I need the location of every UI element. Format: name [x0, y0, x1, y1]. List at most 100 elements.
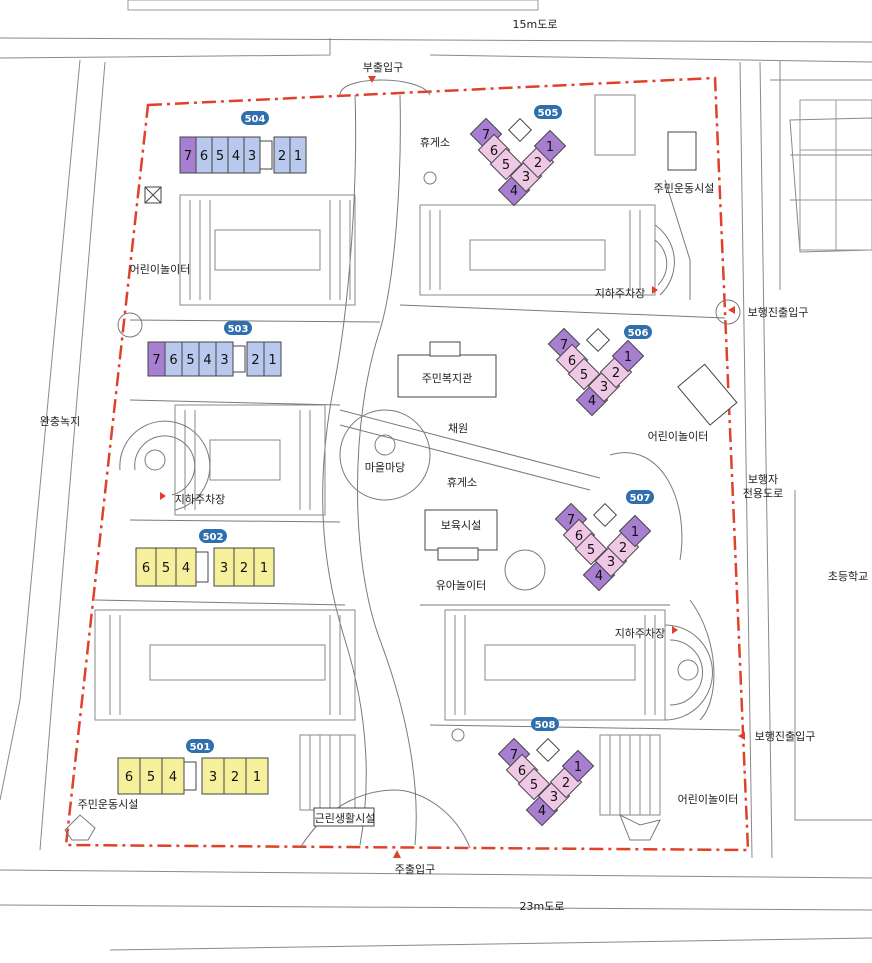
playground-e-shape — [677, 363, 738, 426]
label-east-pedestrian-2: 전용도로 — [743, 487, 783, 500]
label-playground-e: 어린이놀이터 — [648, 430, 709, 443]
building-501-tag: 501 — [186, 739, 214, 753]
building-504-unit-label: 4 — [232, 149, 240, 164]
label-south-road: 23m도로 — [520, 900, 565, 913]
building-502-tag: 502 — [199, 529, 227, 543]
label-parking-w: 지하주차장 — [175, 492, 226, 506]
building-502-unit-label: 4 — [182, 561, 190, 576]
building-501-unit-label: 2 — [231, 770, 239, 785]
building-504-unit-label: 6 — [200, 149, 208, 164]
building-505-unit-label: 4 — [510, 184, 518, 199]
building-506-unit-label: 1 — [624, 350, 632, 365]
label-sub-entrance: 부출입구 — [363, 61, 403, 74]
building-507-unit-label: 7 — [567, 513, 575, 528]
label-ped-entrance-2: 보행진출입구 — [755, 730, 816, 743]
label-main-entrance: 주출입구 — [395, 863, 435, 876]
neighborhood-facility-shape — [313, 807, 375, 827]
building-504-tag: 504 — [241, 111, 269, 125]
building-506-unit-label: 2 — [612, 366, 620, 381]
site-boundary — [64, 76, 750, 852]
building-501-core — [183, 761, 197, 791]
building-508-tag: 508 — [531, 717, 559, 731]
building-508-unit-label: 6 — [518, 764, 526, 779]
label-community-center: 주민복지관 — [422, 372, 473, 385]
building-505-tag-label: 505 — [538, 108, 559, 119]
building-502-core — [195, 551, 209, 583]
building-503-unit-label: 5 — [186, 353, 194, 368]
building-507-core — [592, 502, 618, 528]
building-506-unit-label: 3 — [600, 380, 608, 395]
building-501-unit-label: 4 — [169, 770, 177, 785]
building-506-unit — [611, 339, 645, 373]
building-506-unit-label: 5 — [580, 368, 588, 383]
building-502-unit — [253, 547, 275, 587]
label-village-yard: 마을마당 — [365, 461, 405, 474]
building-502-unit-label: 2 — [240, 561, 248, 576]
building-501-unit-label: 3 — [209, 770, 217, 785]
building-508-tag-label: 508 — [535, 720, 556, 731]
building-503-tag-label: 503 — [228, 324, 249, 335]
building-504-tag-label: 504 — [245, 114, 266, 125]
building-503-unit-label: 4 — [203, 353, 211, 368]
tennis-court — [667, 131, 697, 171]
building-508-unit — [561, 749, 595, 783]
building-507-unit-label: 1 — [631, 525, 639, 540]
building-508-unit-label: 2 — [562, 776, 570, 791]
building-505-unit-label: 6 — [490, 144, 498, 159]
building-505-unit-label: 5 — [502, 158, 510, 173]
building-503-tag: 503 — [224, 321, 252, 335]
label-north-road: 15m도로 — [513, 18, 558, 31]
building-508-unit-label: 3 — [550, 790, 558, 805]
daycare-shape — [424, 509, 498, 561]
building-501-unit-label: 1 — [253, 770, 261, 785]
building-504-unit-label: 7 — [184, 149, 192, 164]
building-508-unit-label: 7 — [510, 748, 518, 763]
north-structure — [127, 0, 539, 11]
building-507-unit-label: 5 — [587, 543, 595, 558]
building-507-unit-label: 3 — [607, 555, 615, 570]
building-506-tag: 506 — [624, 325, 652, 339]
map-labels: 15m도로 23m도로 완충녹지 초등학교 보행자 전용도로 부출입구 주출입구… — [40, 18, 868, 913]
building-506-unit — [567, 357, 601, 391]
building-506-core — [585, 327, 611, 353]
label-garden: 채원 — [448, 422, 468, 435]
building-502-unit-label: 3 — [220, 561, 228, 576]
building-507-tag-label: 507 — [630, 493, 651, 504]
building-507-unit — [618, 514, 652, 548]
building-505-unit-label: 7 — [482, 128, 490, 143]
label-rest-area-n: 휴게소 — [420, 136, 450, 149]
building-505-unit — [533, 129, 567, 163]
building-501-unit-label: 5 — [147, 770, 155, 785]
building-504-unit-label: 3 — [248, 149, 256, 164]
building-505-core — [507, 117, 533, 143]
building-504-unit-label: 2 — [278, 149, 286, 164]
building-507-unit-label: 4 — [595, 569, 603, 584]
building-501-unit — [245, 757, 269, 795]
entrance-arrows — [160, 76, 745, 858]
building-505-unit — [489, 147, 523, 181]
building-505-unit-label: 2 — [534, 156, 542, 171]
label-east-school: 초등학교 — [828, 570, 868, 583]
building-504-unit — [289, 136, 307, 174]
building-503-unit-label: 3 — [220, 353, 228, 368]
building-501-unit-label: 6 — [125, 770, 133, 785]
building-503-unit-label: 6 — [169, 353, 177, 368]
parking-lots — [94, 94, 666, 816]
building-506-unit-label: 7 — [560, 338, 568, 353]
label-east-pedestrian-1: 보행자 — [748, 473, 778, 486]
building-508-unit-label: 5 — [530, 778, 538, 793]
building-506-unit-label: 6 — [568, 354, 576, 369]
label-west-green: 완충녹지 — [40, 415, 80, 428]
label-rest-area-c: 휴게소 — [447, 476, 477, 489]
building-506-unit-label: 4 — [588, 394, 596, 409]
building-502-tag-label: 502 — [203, 532, 224, 543]
label-fitness-ne: 주민운동시설 — [654, 182, 715, 195]
building-504-unit-label: 5 — [216, 149, 224, 164]
